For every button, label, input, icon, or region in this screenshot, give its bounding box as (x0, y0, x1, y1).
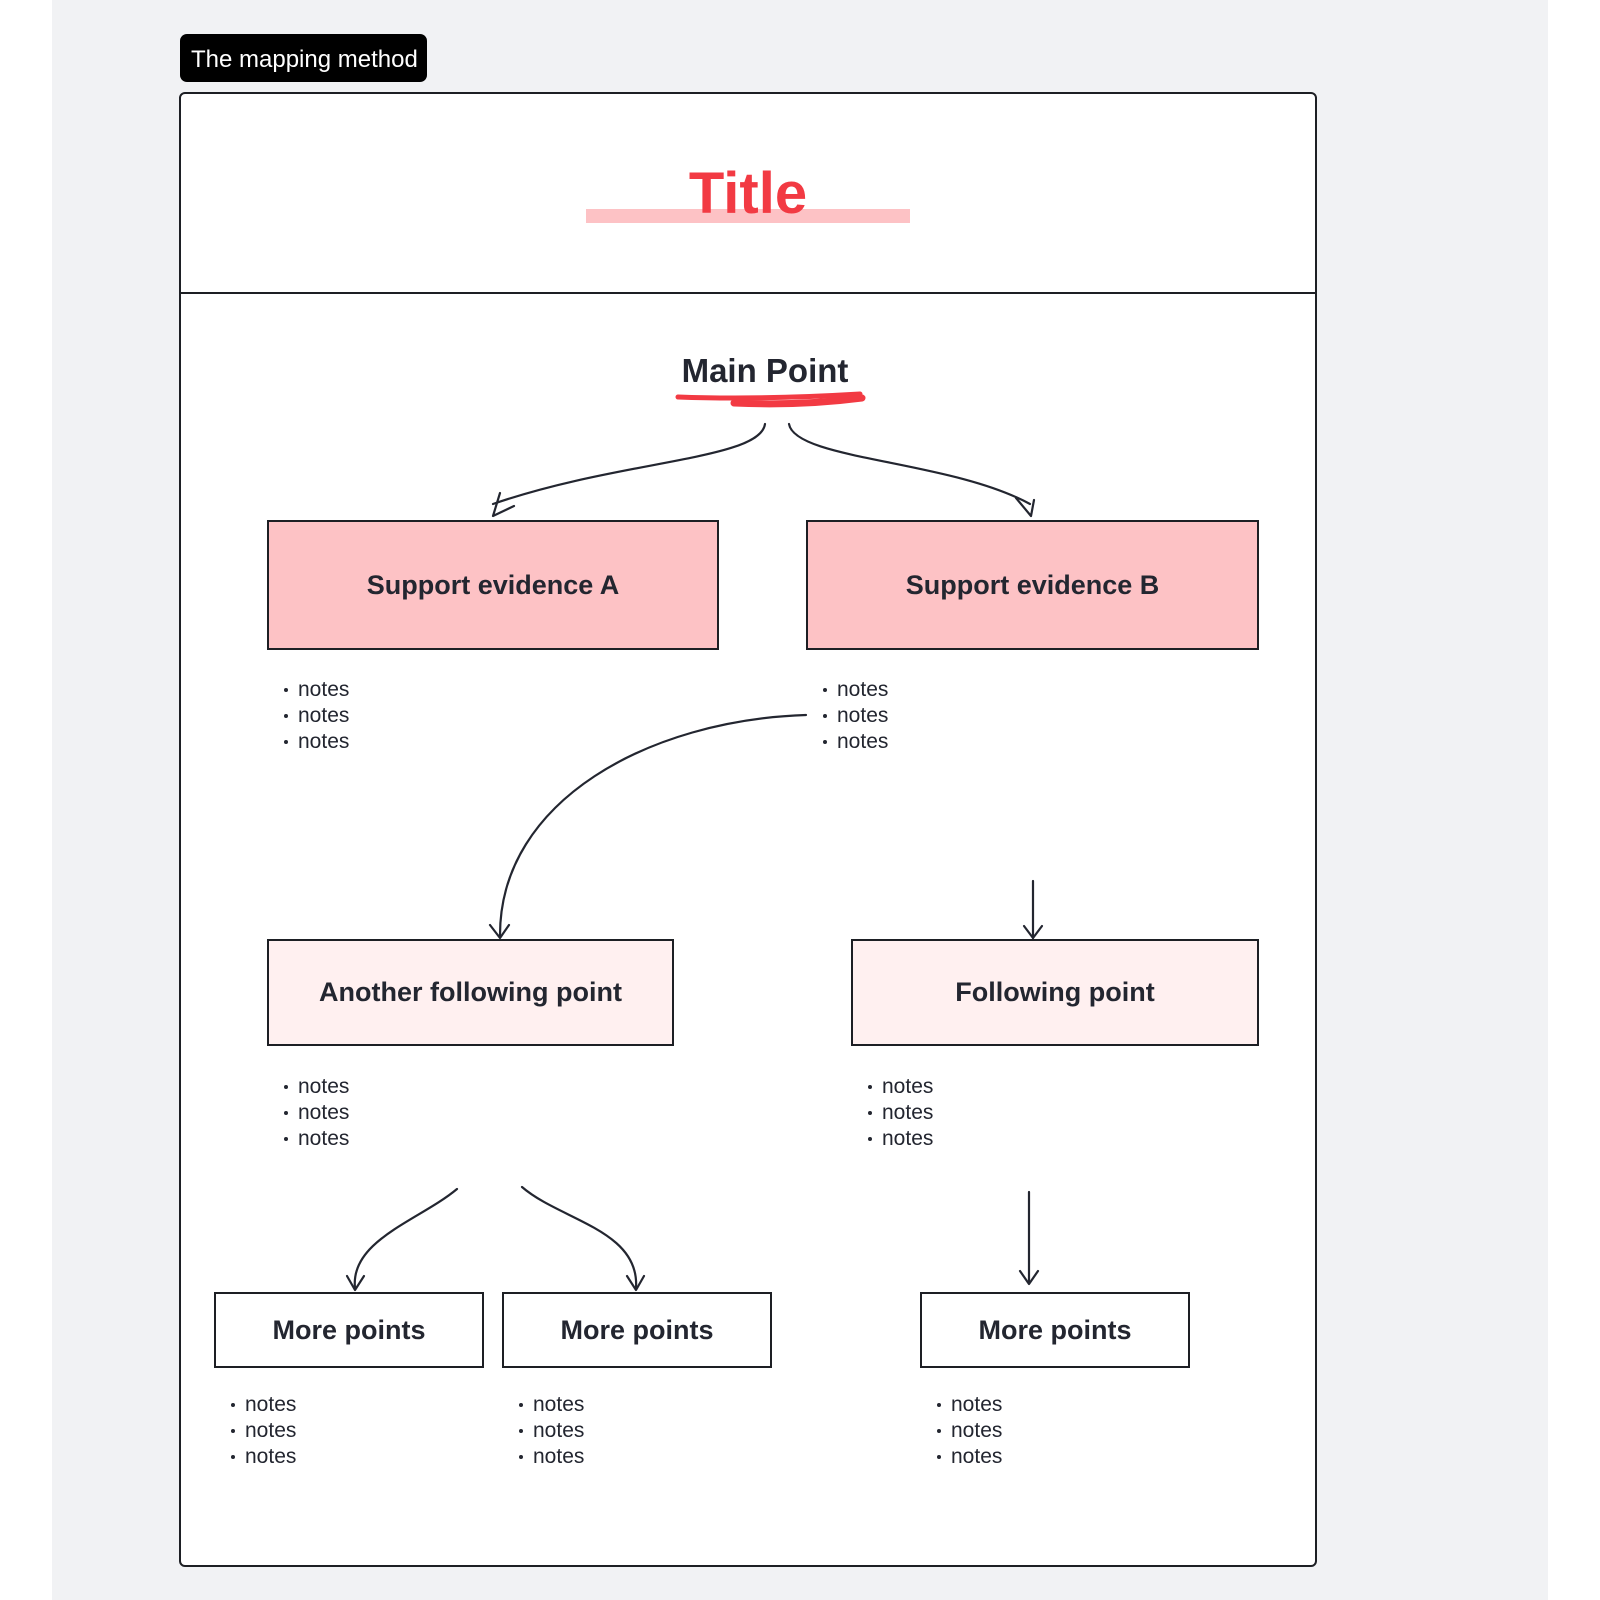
node-more-points-1[interactable]: More points (214, 1292, 484, 1368)
node-label: More points (978, 1314, 1132, 1345)
note-item[interactable]: notes (866, 1126, 933, 1152)
note-item[interactable]: notes (229, 1392, 296, 1418)
node-label: Another following point (319, 977, 622, 1007)
note-item[interactable]: notes (821, 703, 888, 729)
node-more-points-3[interactable]: More points (920, 1292, 1190, 1368)
note-item[interactable]: notes (935, 1392, 1002, 1418)
note-item[interactable]: notes (517, 1444, 584, 1470)
note-item[interactable]: notes (282, 703, 349, 729)
title-highlight (586, 209, 910, 223)
node-following-point[interactable]: Following point (851, 939, 1259, 1046)
page-title[interactable]: Title (688, 161, 808, 226)
note-item[interactable]: notes (517, 1418, 584, 1444)
notes-support-a: notes notes notes (282, 677, 349, 755)
note-item[interactable]: notes (282, 1100, 349, 1126)
node-label: Support evidence B (905, 569, 1160, 600)
node-support-evidence-b[interactable]: Support evidence B (806, 520, 1259, 650)
note-item[interactable]: notes (282, 1074, 349, 1100)
notes-more-1: notes notes notes (229, 1392, 296, 1470)
node-support-evidence-a[interactable]: Support evidence A (267, 520, 719, 650)
frame-label[interactable]: The mapping method (180, 34, 427, 82)
note-item[interactable]: notes (866, 1100, 933, 1126)
note-item[interactable]: notes (935, 1444, 1002, 1470)
header-divider (179, 292, 1317, 294)
node-another-following-point[interactable]: Another following point (267, 939, 674, 1046)
note-item[interactable]: notes (282, 729, 349, 755)
note-item[interactable]: notes (935, 1418, 1002, 1444)
note-item[interactable]: notes (282, 677, 349, 703)
note-item[interactable]: notes (821, 677, 888, 703)
notes-support-b: notes notes notes (821, 677, 888, 755)
notes-following: notes notes notes (866, 1074, 933, 1152)
node-label: More points (560, 1314, 714, 1345)
notes-more-3: notes notes notes (935, 1392, 1002, 1470)
node-label: Following point (955, 977, 1155, 1007)
note-item[interactable]: notes (229, 1444, 296, 1470)
note-item[interactable]: notes (229, 1418, 296, 1444)
note-item[interactable]: notes (517, 1392, 584, 1418)
node-label: More points (272, 1314, 426, 1345)
note-item[interactable]: notes (866, 1074, 933, 1100)
main-point[interactable]: Main Point (681, 352, 849, 389)
node-label: Support evidence A (366, 569, 620, 600)
node-more-points-2[interactable]: More points (502, 1292, 772, 1368)
note-item[interactable]: notes (282, 1126, 349, 1152)
note-item[interactable]: notes (821, 729, 888, 755)
notes-more-2: notes notes notes (517, 1392, 584, 1470)
notes-another-following: notes notes notes (282, 1074, 349, 1152)
